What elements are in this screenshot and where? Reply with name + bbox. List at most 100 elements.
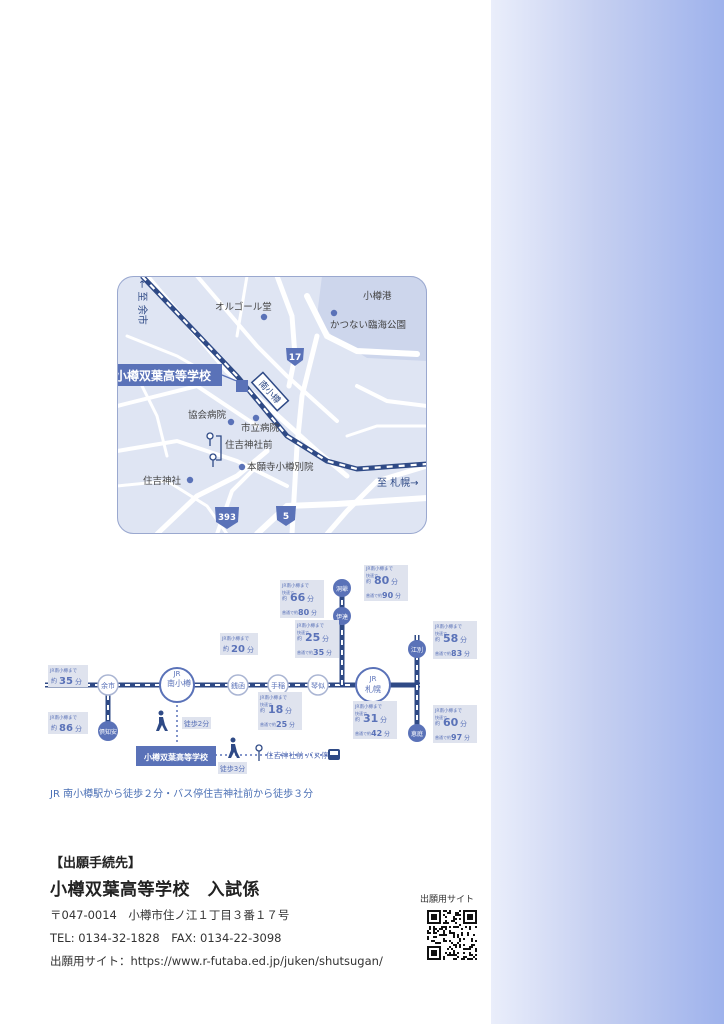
time-box-value: 58 [443,632,458,645]
time-box-unit: 分 [285,706,292,715]
time-box-head: JR南小樽まで [354,703,382,710]
time-box-sub1: 快速で [260,701,272,707]
station-kitahiroshima-label: 恵庭 [411,730,423,738]
time-box-value: 25 [305,631,320,644]
time-box-unit2: 分 [395,592,401,600]
walk-station-box [182,717,211,729]
landmark-port: 小樽港 [363,290,392,302]
landmark-sumiyoshi: 住吉神社 [143,475,182,487]
station-kotoni: 琴似 [307,674,329,696]
time-box-sub1: 快速で [435,714,447,720]
landmark-shiritsu-dot [252,414,260,422]
station-kutchan: 倶知安 [98,721,118,741]
route-17-label: 17 [289,353,302,363]
station-teine-label: 手稲 [271,681,285,690]
time-box-sub1: 快速で [435,630,447,636]
time-box-unit: 分 [75,677,82,686]
route-school-label: 小樽双葉高等学校 [143,752,209,762]
time-box-approx: 約 [51,677,57,685]
contact-block: 【出願手続先】 小樽双葉高等学校 入試係 〒047-0014 小樽市住ノ江１丁目… [50,852,383,969]
bus-stop-pin-icon [206,432,222,467]
time-box-approx: 約 [282,595,287,602]
route-diagram: 余市 JR 南 小樽 銭函 手稲 琴似 JR 札幌 倶知安 洞爺 伊達 江別 [45,565,477,774]
route-school-box [136,746,216,766]
station-minami-otaru: JR 南 小樽 [159,667,195,703]
contact-site[interactable]: 出願用サイト：https://www.r-futaba.ed.jp/juken/… [50,954,383,968]
time-box-approx: 約 [435,720,440,727]
time-box-unit: 分 [247,645,254,654]
landmark-park: かつない臨海公園 [330,319,406,331]
bus-stop-icon [255,744,263,761]
station-toya: 洞爺 [333,579,351,597]
landmark-park-dot [330,309,338,317]
qr-code-icon[interactable] [427,910,477,960]
station-ebetsu-label: 江別 [411,646,423,654]
bus-icon [328,749,340,760]
time-box-value: 20 [231,644,245,655]
time-box-sub2: 普通で約 [282,609,298,615]
time-box-unit2: 分 [384,730,390,738]
bus-stop-label: 住吉神社前 バス停 [266,750,329,760]
time-box-approx: 約 [260,707,265,714]
time-box-unit: 分 [380,715,387,724]
time-box-approx: 約 [366,578,371,585]
route-17-shield: 17 [286,348,304,366]
school-label-box [117,364,222,386]
landmark-shiritsu: 市立病院 [241,422,280,434]
station-yoichi-label: 余市 [101,681,115,690]
time-box-value: 80 [374,574,390,587]
walk-routes [176,705,330,756]
time-box-unit: 分 [322,634,329,643]
time-box-head: JR南小樽まで [49,667,77,674]
time-box-unit2: 分 [289,721,295,729]
time-box-unit2: 分 [464,650,470,658]
map-border [117,276,427,534]
time-box-value2: 42 [371,729,382,738]
time-box-sub1: 快速で [282,589,294,595]
sea-area [317,276,427,361]
time-box-head: JR南小樽まで [221,635,249,642]
station-yoichi: 余市 [97,674,119,696]
station-toya-label: 洞爺 [336,585,348,593]
time-box-head: JR南小樽まで [296,622,324,629]
route-5-shield: 5 [276,506,296,526]
pedestrian-icon [156,710,240,758]
route-5-label: 5 [283,512,289,522]
landmark-honganji: 本願寺小樽別院 [247,461,314,473]
walk-bus-box [218,762,247,774]
time-box-value2: 83 [451,649,462,658]
landmark-orgel-dot [260,313,268,321]
time-box-unit: 分 [391,577,398,586]
station-zenibako: 銭函 [227,674,249,696]
access-note: JR 南小樽駅から徒歩２分・バス停住吉神社前から徒歩３分 [50,789,314,800]
time-box-bg [48,712,88,734]
route-393-shield: 393 [215,507,239,529]
time-box-unit: 分 [75,724,82,733]
landmark-honganji-dot [238,463,246,471]
station-kitahiroshima: 恵庭 [408,724,426,742]
time-box-head: JR南小樽まで [259,694,287,701]
time-box-head: JR南小樽まで [365,565,393,572]
time-box-sub2: 普通で約 [366,592,382,598]
time-box-bg [48,665,88,687]
qr-label: 出願用サイト [420,895,475,905]
contact-address: 〒047-0014 小樽市住ノ江１丁目３番１７号 [50,908,290,922]
contact-tel-fax: TEL: 0134-32-1828 FAX: 0134-22-3098 [50,931,282,945]
station-zenibako-label: 銭函 [231,681,245,690]
station-ebetsu: 江別 [408,640,426,658]
sidebar-gradient [491,0,724,1024]
time-box-bg [280,580,324,618]
station-sapporo: JR 札幌 [355,667,391,703]
station-minami-otaru-line2: 小樽 [175,678,191,688]
time-box-value2: 35 [313,648,325,657]
walk-bus-label: 徒歩3分 [220,764,245,773]
time-box-unit: 分 [307,594,314,603]
time-box-bg [353,701,397,739]
